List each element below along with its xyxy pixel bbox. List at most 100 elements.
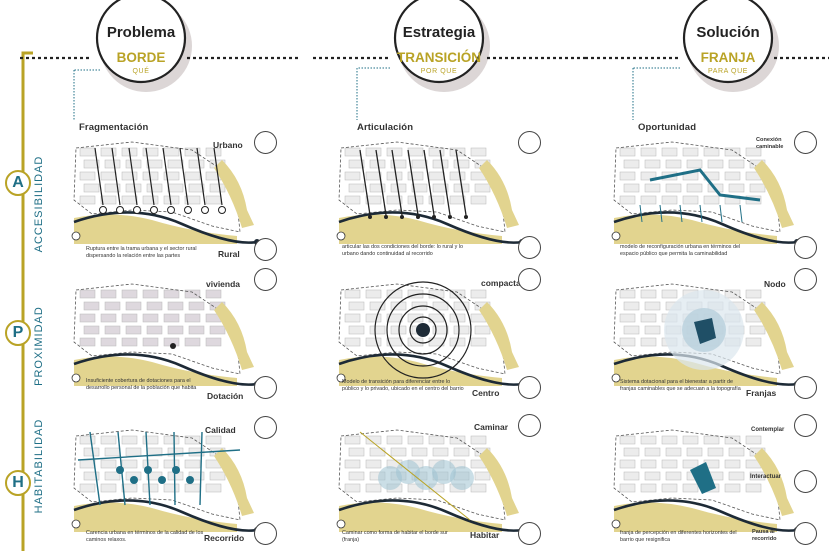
- north-marker: [336, 231, 346, 241]
- city-block: [188, 301, 205, 311]
- coast-sand: [479, 160, 519, 228]
- city-block: [365, 147, 382, 157]
- city-block: [682, 459, 699, 469]
- compact-ring: [409, 316, 437, 344]
- city-block: [344, 147, 361, 157]
- urban-perimeter: [73, 429, 241, 521]
- walkable-link: [649, 168, 761, 202]
- city-block: [365, 171, 382, 181]
- city-block: [432, 159, 449, 169]
- label-recorrido: Recorrido: [204, 533, 245, 543]
- walkable-drop: [659, 204, 663, 223]
- river-line: [338, 353, 523, 386]
- caption-caminar-forma: Caminar como forma de habitar el borde s…: [342, 530, 448, 543]
- city-block: [365, 289, 382, 299]
- city-block: [369, 301, 386, 311]
- city-block: [623, 159, 640, 169]
- river-line: [73, 353, 258, 386]
- river-line: [613, 353, 798, 386]
- articulation-arrow: [423, 149, 435, 216]
- connection-line: [179, 147, 189, 206]
- city-block: [104, 183, 121, 193]
- arrow-head: [464, 215, 468, 219]
- city-block: [142, 195, 159, 205]
- city-block: [644, 301, 661, 311]
- city-block: [100, 483, 117, 493]
- connection-line: [162, 147, 172, 206]
- pause-icon: [794, 522, 817, 545]
- urban-perimeter: [613, 283, 781, 375]
- footsteps-icon: [518, 414, 541, 437]
- city-block: [749, 183, 766, 193]
- connection-line: [213, 147, 223, 206]
- quality-path: [199, 431, 203, 506]
- section-label-oportunidad: Oportunidad: [638, 122, 697, 133]
- connection-line: [94, 147, 104, 206]
- urban-perimeter: [613, 429, 781, 521]
- city-block: [205, 289, 222, 299]
- city-block: [209, 325, 226, 335]
- city-block: [453, 447, 470, 457]
- city-block: [745, 435, 762, 445]
- city-block: [125, 301, 142, 311]
- north-marker: [71, 231, 81, 241]
- break-point: [116, 206, 124, 214]
- city-block: [369, 183, 386, 193]
- city-block: [104, 159, 121, 169]
- city-block: [707, 159, 724, 169]
- city-block: [453, 159, 470, 169]
- label-dotacion: Dotación: [207, 391, 244, 401]
- city-block: [623, 471, 640, 481]
- city-block: [344, 289, 361, 299]
- break-point: [99, 206, 107, 214]
- label-nodo: Nodo: [764, 279, 786, 289]
- articulation-arrow: [391, 149, 403, 216]
- city-block: [104, 301, 121, 311]
- city-block: [100, 337, 117, 347]
- label-conexion-caminable: Conexión caminable: [756, 137, 784, 150]
- city-block: [121, 313, 138, 323]
- city-block: [665, 447, 682, 457]
- node-icon: [794, 268, 817, 291]
- city-block: [386, 435, 403, 445]
- city-block: [619, 195, 636, 205]
- city-block: [205, 195, 222, 205]
- label-franjas: Franjas: [746, 388, 777, 398]
- city-block: [623, 325, 640, 335]
- articulation-arrow: [407, 149, 419, 216]
- city-block: [344, 337, 361, 347]
- dwell-icon: [518, 522, 541, 545]
- city-block: [83, 159, 100, 169]
- city-block: [665, 183, 682, 193]
- city-block: [209, 471, 226, 481]
- city-block: [411, 159, 428, 169]
- city-block: [369, 447, 386, 457]
- road-icon: [794, 376, 817, 399]
- city-block: [724, 483, 741, 493]
- city-block: [167, 447, 184, 457]
- city-block: [728, 471, 745, 481]
- city-block: [79, 289, 96, 299]
- arrow-head: [448, 215, 452, 219]
- break-point: [218, 206, 226, 214]
- city-block: [100, 459, 117, 469]
- center-dot-icon: [518, 376, 541, 399]
- city-block: [83, 447, 100, 457]
- city-block: [661, 147, 678, 157]
- city-block: [344, 313, 361, 323]
- city-block: [369, 325, 386, 335]
- city-block: [724, 459, 741, 469]
- city-block: [745, 337, 762, 347]
- city-block: [163, 195, 180, 205]
- label-interactuar: Interactuar: [750, 474, 782, 480]
- city-block: [644, 325, 661, 335]
- city-block: [184, 195, 201, 205]
- city-block: [749, 325, 766, 335]
- walker-icon: [518, 131, 541, 154]
- city-block: [79, 313, 96, 323]
- perception-node: [690, 462, 716, 494]
- caption-carencia: Carencia urbana en términos de la calida…: [86, 530, 204, 543]
- label-urbano: Urbano: [213, 140, 243, 150]
- urban-perimeter: [73, 141, 241, 233]
